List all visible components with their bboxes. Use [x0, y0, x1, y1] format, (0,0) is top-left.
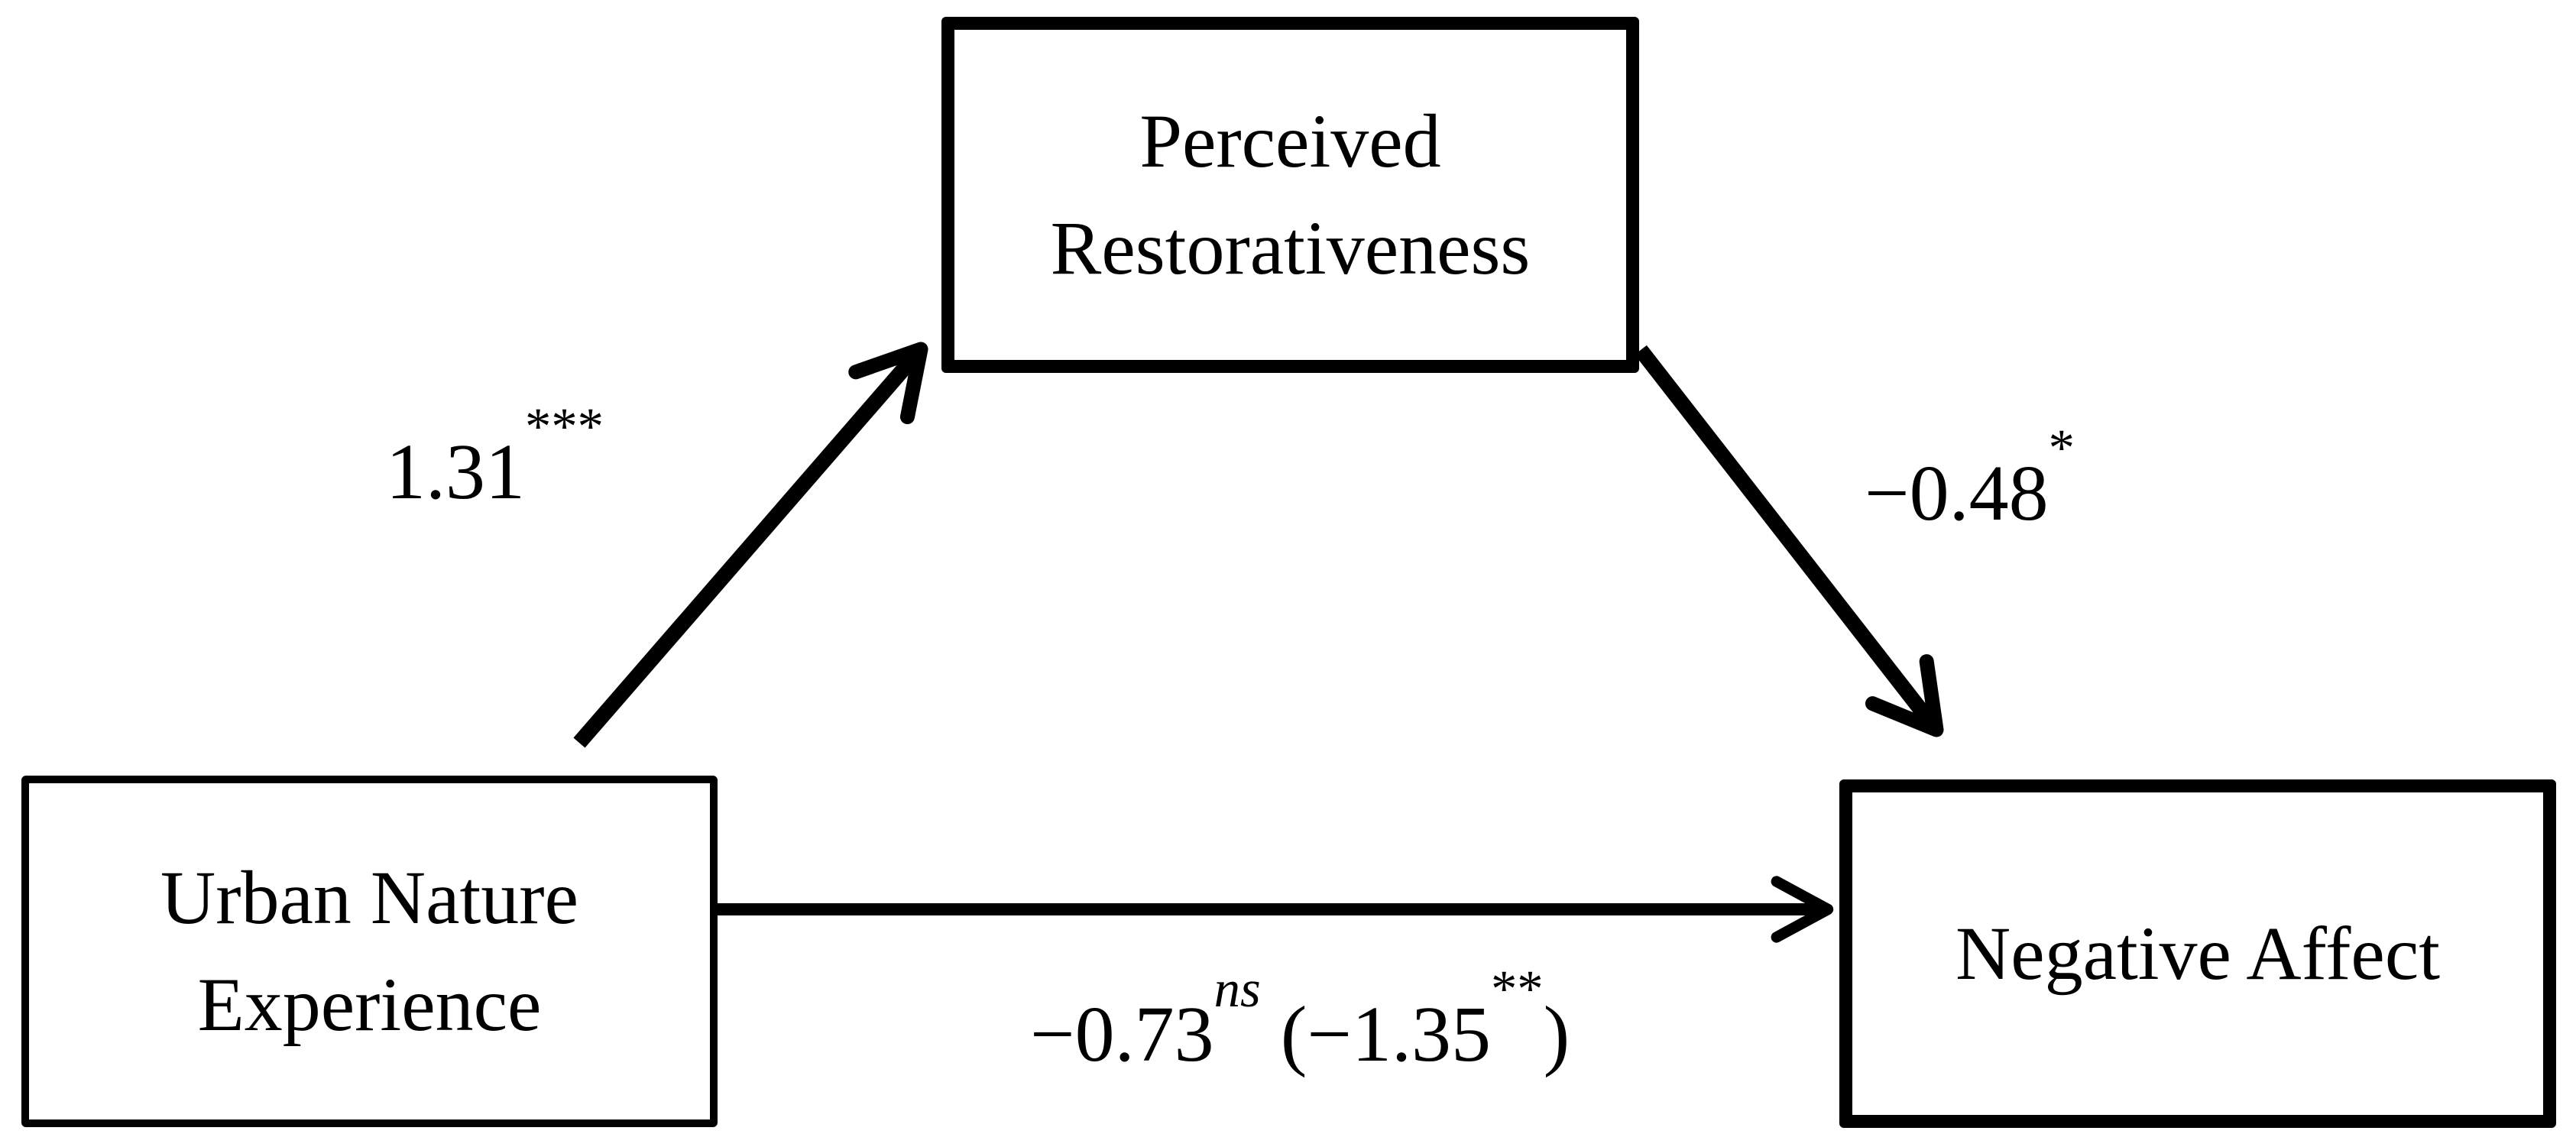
path-c-total-suffix: )	[1543, 990, 1570, 1078]
path-b-arrow	[1635, 345, 1944, 737]
path-c-coefficient: −0.73	[1030, 990, 1214, 1078]
path-c-total-coefficient: −1.35	[1307, 990, 1491, 1078]
path-a-significance: ***	[525, 397, 604, 455]
path-b-coefficient: −0.48	[1865, 449, 2049, 537]
mediator-label-line1: Perceived	[1139, 99, 1441, 183]
mediator-label-line2: Restorativeness	[1050, 206, 1531, 290]
predictor-box: Urban Nature Experience	[21, 776, 718, 1127]
outcome-box: Negative Affect	[1839, 779, 2556, 1128]
predictor-label-line2: Experience	[197, 962, 542, 1047]
path-b-coefficient-label: −0.48*	[1865, 421, 2075, 533]
path-b-significance: *	[2048, 418, 2075, 477]
outcome-label-line1: Negative Affect	[1955, 911, 2440, 996]
predictor-label-line1: Urban Nature	[160, 855, 578, 940]
mediator-box: Perceived Restorativeness	[941, 17, 1639, 373]
path-c-total-significance: **	[1490, 959, 1544, 1018]
path-c-significance: ns	[1213, 959, 1261, 1018]
path-a-coefficient-label: 1.31***	[386, 400, 604, 512]
path-a-arrow	[573, 342, 928, 748]
path-c-total-prefix: (	[1260, 990, 1307, 1078]
path-c-coefficient-label: −0.73ns (−1.35**)	[1030, 962, 1570, 1074]
path-a-coefficient: 1.31	[386, 428, 525, 516]
